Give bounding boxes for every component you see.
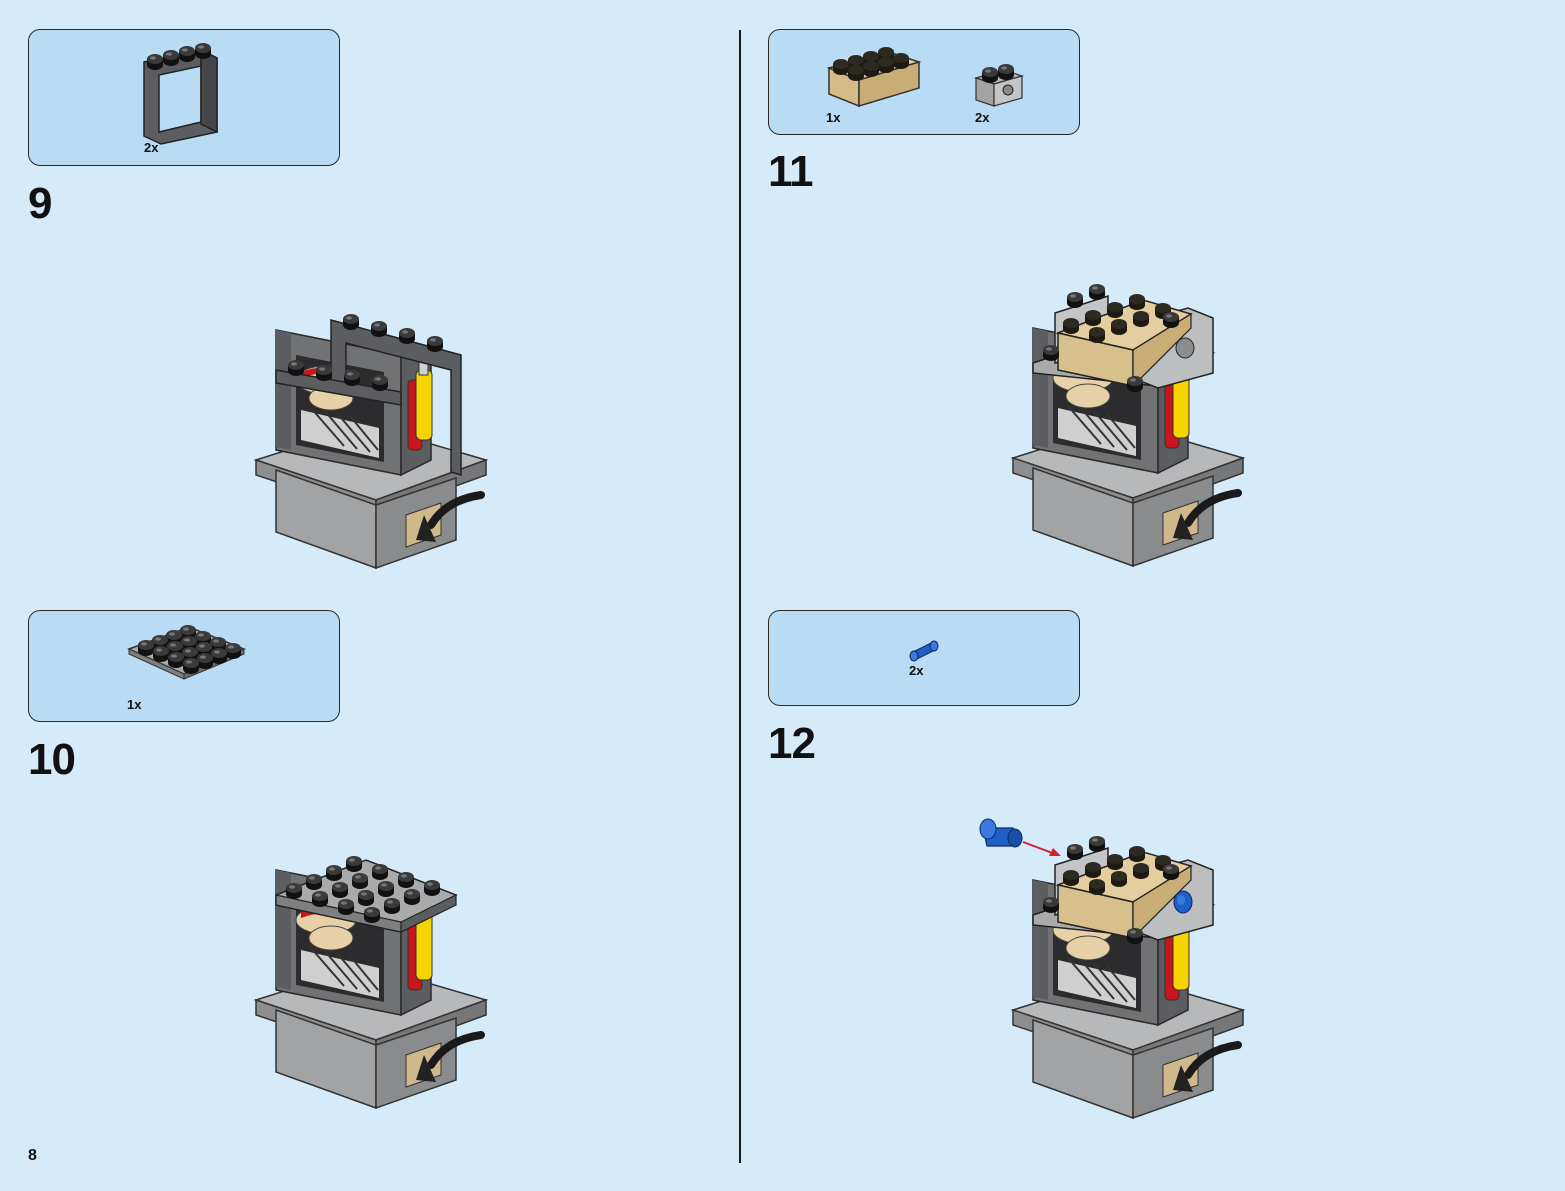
part-quantity: 2x bbox=[909, 663, 923, 678]
model-step-10 bbox=[256, 850, 496, 1110]
step-number: 9 bbox=[28, 182, 51, 226]
part-quantity: 1x bbox=[127, 697, 141, 712]
brick-2x4-tan-icon bbox=[824, 40, 924, 110]
technic-pin-blue-icon bbox=[980, 819, 1022, 847]
model-step-12 bbox=[975, 810, 1255, 1120]
plate-4x4-light-gray-icon bbox=[124, 619, 249, 689]
parts-box-step-10: 1x bbox=[28, 610, 340, 722]
technic-pin-blue-icon bbox=[907, 639, 947, 663]
step-number: 11 bbox=[768, 150, 813, 194]
parts-box-step-12: 2x bbox=[768, 610, 1080, 706]
frame-1x4x3-dark-gray-icon bbox=[139, 40, 229, 140]
part-quantity: 2x bbox=[144, 140, 158, 155]
part-quantity: 2x bbox=[975, 110, 989, 125]
model-step-11 bbox=[1013, 278, 1253, 568]
model-step-9 bbox=[256, 310, 496, 570]
parts-box-step-11: 1x 2x bbox=[768, 29, 1080, 135]
technic-brick-1x2-light-gray-icon bbox=[974, 64, 1026, 110]
page-divider bbox=[739, 30, 741, 1163]
part-quantity: 1x bbox=[826, 110, 840, 125]
step-number: 12 bbox=[768, 722, 815, 766]
step-number: 10 bbox=[28, 738, 75, 782]
page-number: 8 bbox=[28, 1147, 37, 1165]
parts-box-step-9: 2x bbox=[28, 29, 340, 166]
